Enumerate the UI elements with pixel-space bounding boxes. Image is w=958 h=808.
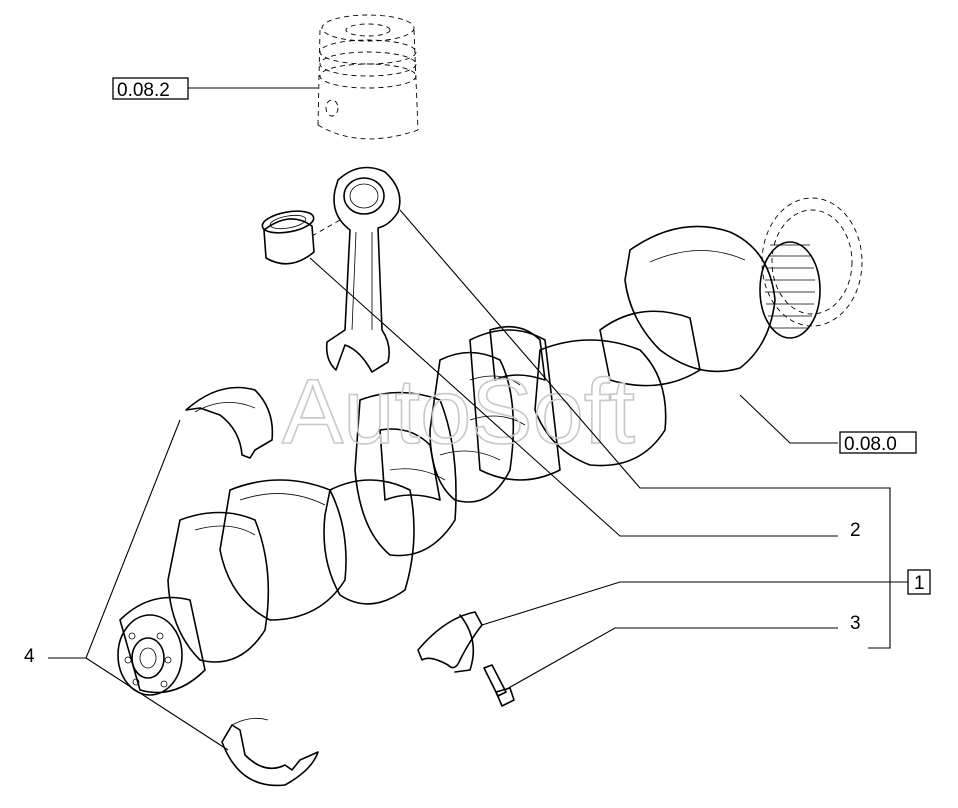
small-end-bushing-drawing	[261, 210, 341, 265]
watermark-text: AutoSoft	[282, 361, 635, 463]
crankshaft-ref-label: 0.08.0	[844, 434, 897, 455]
piston-ref-label: 0.08.2	[117, 80, 170, 101]
callout-1: 1	[907, 569, 931, 595]
piston-drawing	[317, 14, 419, 140]
callout-3-label: 3	[850, 613, 861, 634]
callout-crankshaft-ref: 0.08.0	[839, 431, 917, 455]
callout-4-label: 4	[24, 646, 35, 667]
callout-1-label: 1	[914, 573, 925, 594]
callout-2-label: 2	[850, 520, 861, 541]
upper-bearing-shell-drawing	[185, 386, 274, 459]
callout-piston-ref: 0.08.2	[112, 77, 189, 101]
crankshaft-drawing	[117, 197, 863, 696]
cap-bolt-drawing	[483, 664, 515, 707]
rod-cap-drawing	[417, 611, 483, 673]
leader-lines	[48, 87, 908, 751]
lower-bearing-shell-drawing	[221, 717, 319, 787]
connecting-rod-drawing	[325, 166, 401, 373]
